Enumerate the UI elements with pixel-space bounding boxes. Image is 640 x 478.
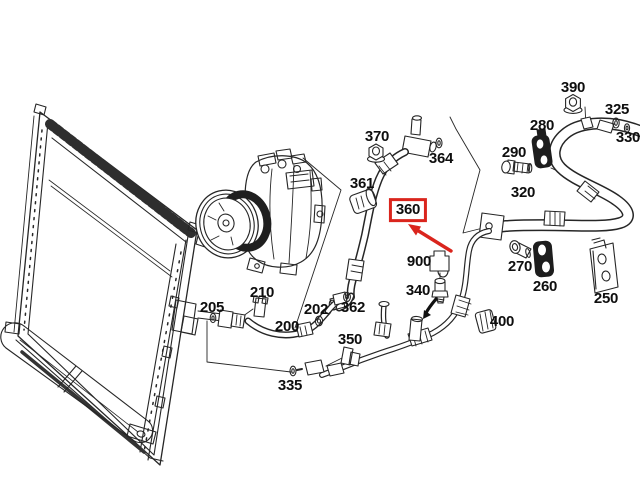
washer-325 bbox=[612, 117, 620, 129]
oring-202 bbox=[314, 315, 324, 327]
part-label-325: 325 bbox=[604, 101, 630, 119]
part-label-280: 280 bbox=[529, 117, 555, 135]
grommet-260 bbox=[532, 240, 555, 278]
bolt-270 bbox=[509, 240, 532, 259]
bracket-250 bbox=[589, 237, 619, 294]
hose-360 bbox=[328, 115, 437, 312]
part-label-210: 210 bbox=[249, 284, 275, 302]
clamp-900 bbox=[429, 250, 450, 278]
part-label-340: 340 bbox=[405, 282, 431, 300]
pipe-320 bbox=[478, 116, 640, 241]
part-label-202: 202 bbox=[303, 301, 329, 319]
suction-tube bbox=[296, 228, 492, 378]
bracket-350 bbox=[340, 346, 361, 367]
washer-330 bbox=[623, 123, 631, 133]
sensor-340 bbox=[423, 277, 449, 319]
highlight-arrow bbox=[408, 224, 453, 253]
bracket-210 bbox=[252, 295, 269, 318]
part-label-270: 270 bbox=[507, 258, 533, 276]
part-label-364: 364 bbox=[428, 150, 454, 168]
small-parts bbox=[209, 93, 631, 377]
grommet-280 bbox=[531, 128, 553, 169]
sleeve-361 bbox=[349, 187, 378, 214]
oring-205 bbox=[209, 312, 217, 324]
washer-364 bbox=[435, 137, 443, 149]
part-label-260: 260 bbox=[532, 278, 558, 296]
oring-335 bbox=[289, 365, 297, 377]
part-label-390: 390 bbox=[560, 79, 586, 97]
part-label-361: 361 bbox=[349, 175, 375, 193]
hose-200 bbox=[217, 291, 348, 339]
part-label-320: 320 bbox=[510, 184, 536, 202]
oring-362 bbox=[343, 291, 351, 303]
part-label-250: 250 bbox=[593, 290, 619, 308]
part-label-330: 330 bbox=[615, 129, 640, 147]
part-label-362: 362 bbox=[340, 299, 366, 317]
part-label-900: 900 bbox=[406, 253, 432, 271]
cylinder-400 bbox=[474, 309, 497, 334]
part-label-290: 290 bbox=[501, 144, 527, 162]
condenser bbox=[0, 103, 226, 466]
part-label-200: 200 bbox=[274, 318, 300, 336]
part-label-350: 350 bbox=[337, 331, 363, 349]
part-label-335: 335 bbox=[277, 377, 303, 395]
part-label-360[interactable]: 360 bbox=[388, 198, 428, 222]
compressor bbox=[195, 148, 326, 276]
bolt-290 bbox=[501, 159, 533, 175]
part-label-370: 370 bbox=[364, 128, 390, 146]
part-label-400: 400 bbox=[489, 313, 515, 331]
nut-390 bbox=[563, 93, 583, 114]
nut-370 bbox=[366, 143, 386, 163]
part-label-205: 205 bbox=[199, 299, 225, 317]
